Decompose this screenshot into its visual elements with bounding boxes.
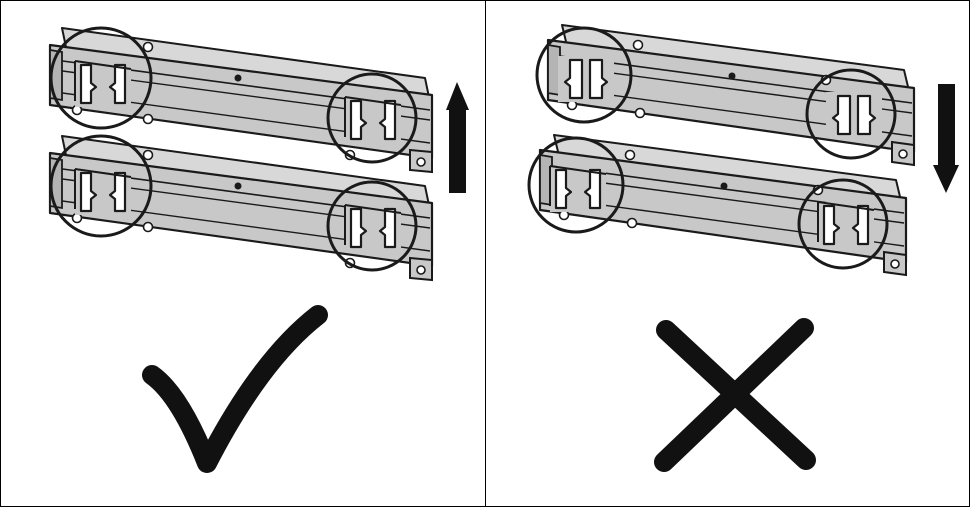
- highlight-circle: [326, 72, 418, 164]
- rail-top: [48, 26, 434, 174]
- rail-bottom: [527, 133, 908, 277]
- cross-mark-icon: [654, 318, 816, 472]
- panel-divider: [485, 0, 486, 507]
- highlight-circle: [797, 178, 889, 270]
- highlight-circle: [805, 68, 897, 160]
- highlight-circle: [49, 134, 153, 238]
- rails-diagram-incorrect: [527, 23, 959, 472]
- panel-correct: [48, 26, 469, 473]
- highlight-circle: [527, 136, 625, 234]
- rail-top: [535, 23, 916, 167]
- panel-incorrect: [486, 0, 970, 507]
- arrow-up-icon: [446, 82, 469, 193]
- rails-diagram-correct: [48, 26, 469, 473]
- check-mark-icon: [142, 305, 328, 473]
- arrow-down-icon: [933, 84, 959, 193]
- highlight-circle: [326, 180, 418, 272]
- highlight-circle: [535, 26, 633, 124]
- rail-bottom: [48, 134, 434, 282]
- highlight-circle: [49, 26, 153, 130]
